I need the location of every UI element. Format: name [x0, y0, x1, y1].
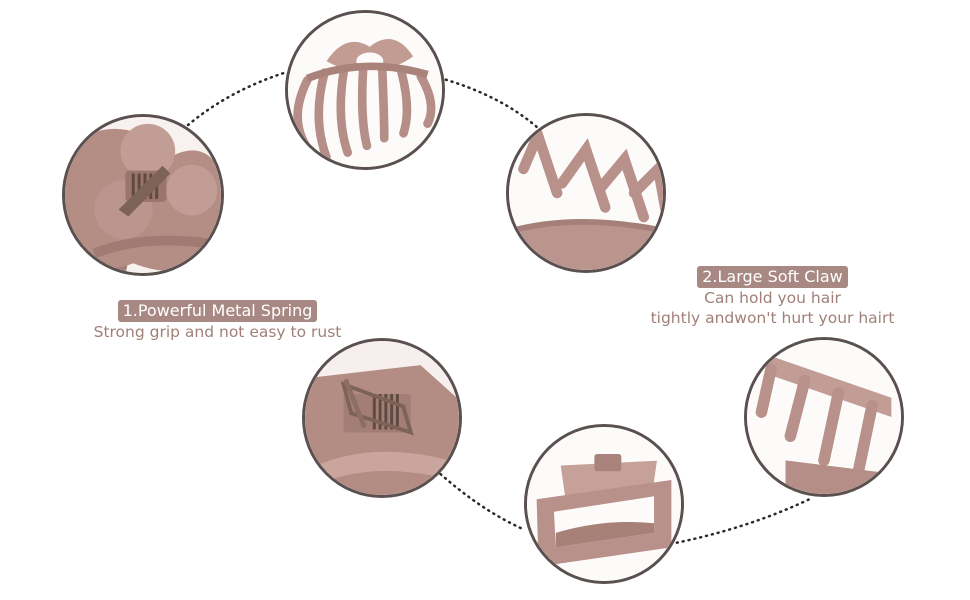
feature-claw: 2.Large Soft Claw Can hold you hair tigh…	[615, 266, 930, 328]
feature-spring-desc: Strong grip and not easy to rust	[93, 323, 342, 341]
photo-flower-clip-side	[285, 10, 445, 170]
connector-middle-bottom	[434, 468, 527, 532]
connector-bottom-right	[663, 496, 814, 547]
feature-spring-title: 1.Powerful Metal Spring	[117, 300, 318, 322]
feature-spring: 1.Powerful Metal Spring Strong grip and …	[40, 300, 395, 342]
connector-top-right	[438, 76, 540, 130]
photo-claw-teeth	[506, 113, 666, 273]
connector-left-top	[186, 70, 289, 127]
photo-rectangle-spring	[302, 338, 462, 498]
feature-claw-desc-line2: tightly andwon't hurt your hairt	[650, 309, 895, 327]
photo-flower-spring	[62, 114, 224, 276]
photo-rectangle-clip	[524, 424, 684, 584]
photo-rectangle-teeth	[744, 337, 904, 497]
feature-claw-desc-line1: Can hold you hair	[704, 289, 841, 307]
feature-claw-title: 2.Large Soft Claw	[697, 266, 848, 288]
